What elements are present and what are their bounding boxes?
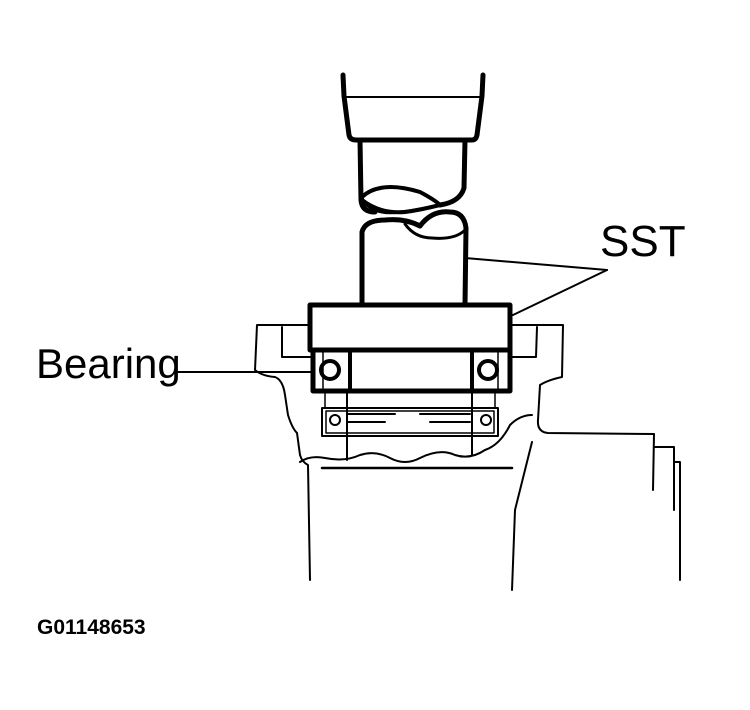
sst-plate xyxy=(307,302,513,353)
sst-label: SST xyxy=(600,217,686,266)
sst-leader-lines xyxy=(464,257,608,316)
sst-shaft-upper xyxy=(357,137,468,215)
bearing-seat xyxy=(321,390,499,461)
bearing xyxy=(310,347,513,394)
section-break xyxy=(299,414,533,470)
sst-shaft-lower xyxy=(359,209,469,308)
bearing-label: Bearing xyxy=(36,340,181,387)
figure-code: G01148653 xyxy=(37,616,146,639)
housing xyxy=(254,324,681,591)
press-ram xyxy=(340,72,486,143)
